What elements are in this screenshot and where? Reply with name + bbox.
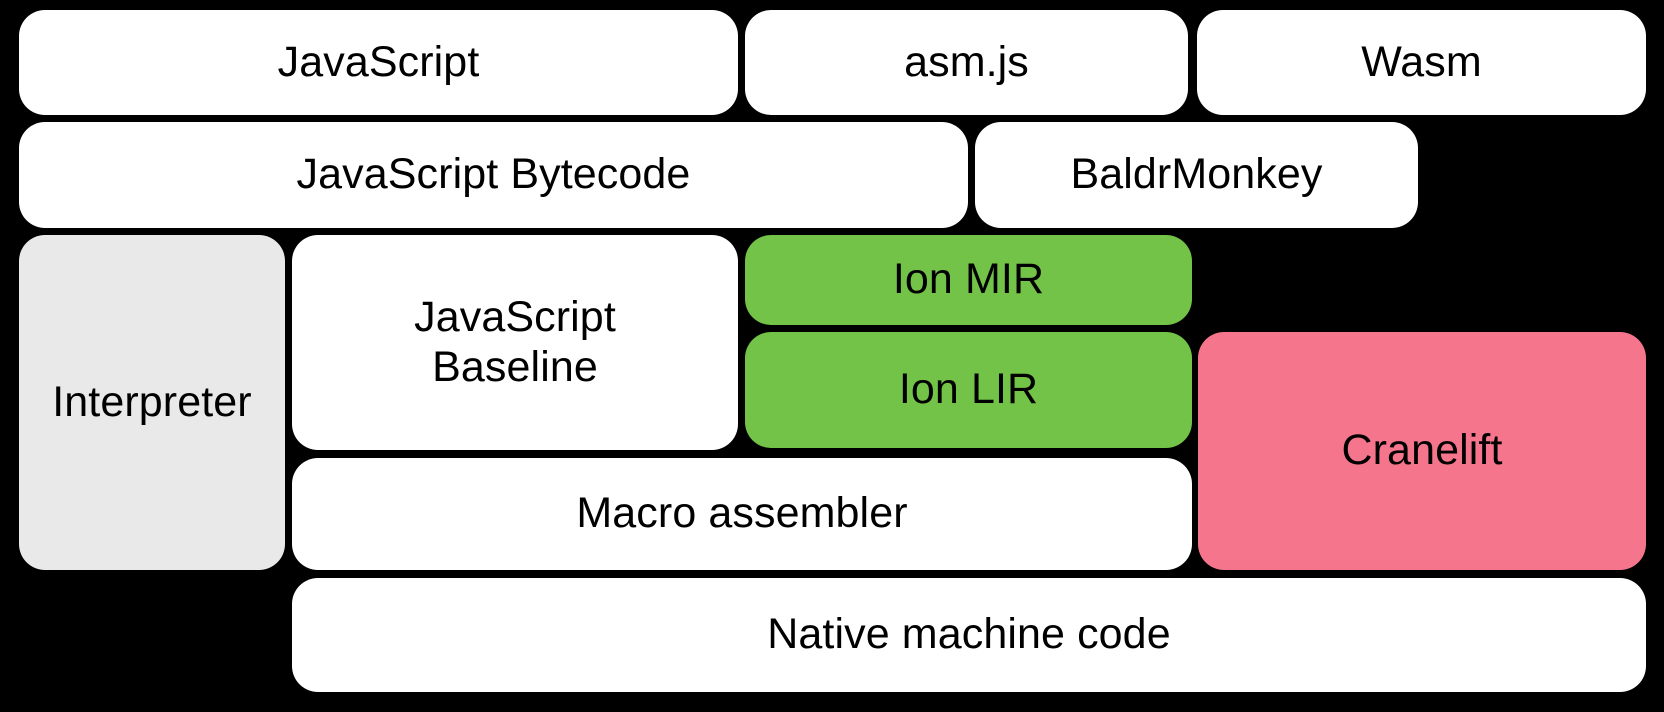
- node-ion-mir: Ion MIR: [745, 235, 1192, 325]
- node-asmjs: asm.js: [745, 10, 1188, 115]
- node-javascript-bytecode: JavaScript Bytecode: [19, 122, 968, 228]
- node-ion-lir: Ion LIR: [745, 332, 1192, 448]
- node-javascript: JavaScript: [19, 10, 738, 115]
- node-baldrmonkey: BaldrMonkey: [975, 122, 1418, 228]
- node-native-machine-code: Native machine code: [292, 578, 1646, 692]
- node-javascript-baseline: JavaScript Baseline: [292, 235, 738, 450]
- node-cranelift: Cranelift: [1198, 332, 1646, 570]
- node-wasm: Wasm: [1197, 10, 1646, 115]
- node-interpreter: Interpreter: [19, 235, 285, 570]
- node-macro-assembler: Macro assembler: [292, 458, 1192, 570]
